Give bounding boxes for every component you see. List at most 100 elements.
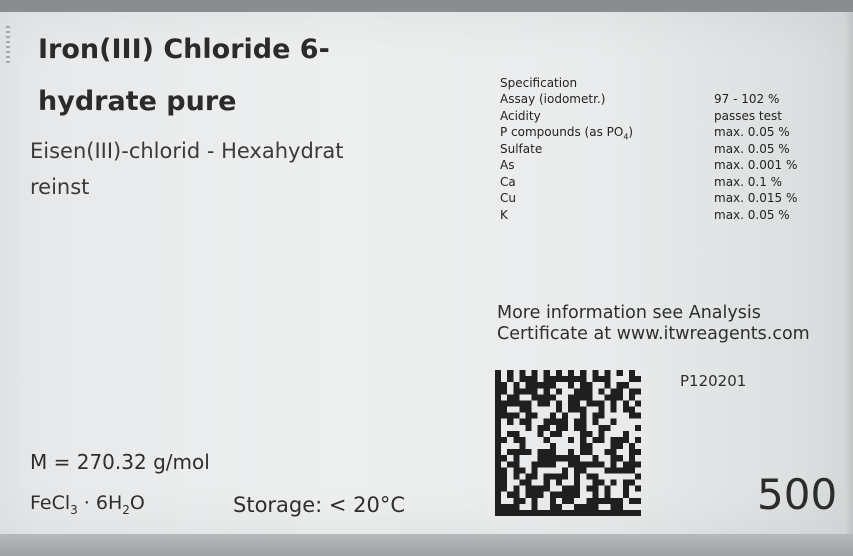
datamatrix-module bbox=[610, 497, 617, 504]
datamatrix-module bbox=[592, 473, 599, 480]
datamatrix-module bbox=[580, 449, 587, 456]
datamatrix-module bbox=[634, 497, 641, 504]
datamatrix-module bbox=[604, 394, 611, 401]
datamatrix-module bbox=[561, 455, 568, 462]
datamatrix-module bbox=[568, 497, 575, 504]
datamatrix-module bbox=[549, 418, 556, 425]
datamatrix-module bbox=[495, 467, 502, 474]
datamatrix-module bbox=[495, 376, 502, 383]
datamatrix-module bbox=[574, 394, 581, 401]
datamatrix-module bbox=[495, 370, 502, 377]
datamatrix-module bbox=[586, 503, 593, 510]
datamatrix-module bbox=[507, 400, 514, 407]
datamatrix-module bbox=[574, 503, 581, 510]
datamatrix-module bbox=[598, 412, 605, 419]
spec-name: Acidity bbox=[500, 108, 541, 123]
spec-value: 97 - 102 % bbox=[714, 92, 780, 106]
datamatrix-module bbox=[555, 424, 562, 431]
spec-name: P compounds (as PO4) bbox=[500, 124, 633, 146]
datamatrix-module bbox=[537, 449, 544, 456]
specification-header: Specification bbox=[500, 76, 578, 90]
datamatrix-module bbox=[628, 461, 635, 468]
datamatrix-module bbox=[598, 376, 605, 383]
datamatrix-module bbox=[580, 443, 587, 450]
datamatrix-module bbox=[555, 473, 562, 480]
datamatrix-module bbox=[543, 479, 550, 486]
datamatrix-module bbox=[598, 406, 605, 413]
more-information-line2: Certificate at www.itwreagents.com bbox=[497, 324, 810, 344]
datamatrix-module bbox=[543, 394, 550, 401]
datamatrix-module bbox=[501, 503, 508, 510]
spec-value: max. 0.05 % bbox=[714, 141, 790, 156]
datamatrix-module bbox=[616, 388, 623, 395]
datamatrix-module bbox=[604, 509, 611, 516]
datamatrix-module bbox=[634, 473, 641, 480]
datamatrix-module bbox=[610, 479, 617, 486]
datamatrix-module bbox=[495, 400, 502, 407]
product-german-name: Eisen(III)-chlorid - Hexahydrat reinst bbox=[30, 133, 450, 205]
datamatrix-module bbox=[495, 388, 502, 395]
datamatrix-module bbox=[513, 412, 520, 419]
datamatrix-module bbox=[513, 382, 520, 389]
datamatrix-module bbox=[574, 467, 581, 474]
datamatrix-module bbox=[622, 436, 629, 443]
datamatrix-module bbox=[537, 394, 544, 401]
datamatrix-module bbox=[592, 503, 599, 510]
datamatrix-module bbox=[604, 467, 611, 474]
datamatrix-module bbox=[531, 467, 538, 474]
datamatrix-module bbox=[501, 400, 508, 407]
datamatrix-module bbox=[610, 455, 617, 462]
product-title-line2: hydrate pure bbox=[38, 86, 237, 117]
spec-value: max. 0.015 % bbox=[714, 191, 798, 205]
datamatrix-module bbox=[586, 388, 593, 395]
more-information: More information see Analysis Certificat… bbox=[497, 303, 853, 345]
formula-sub: 2 bbox=[122, 502, 130, 517]
datamatrix-module bbox=[568, 406, 575, 413]
datamatrix-module bbox=[495, 461, 502, 468]
datamatrix-module bbox=[543, 509, 550, 516]
datamatrix-module bbox=[610, 418, 617, 425]
datamatrix-module bbox=[549, 443, 556, 450]
datamatrix-module bbox=[561, 473, 568, 480]
datamatrix-module bbox=[616, 382, 623, 389]
datamatrix-module bbox=[507, 461, 514, 468]
datamatrix-module bbox=[592, 479, 599, 486]
datamatrix-module bbox=[501, 485, 508, 492]
datamatrix-module bbox=[555, 376, 562, 383]
spec-value: max. 0.05 % bbox=[714, 125, 790, 139]
datamatrix-module bbox=[513, 497, 520, 504]
datamatrix-module bbox=[616, 443, 623, 450]
datamatrix-module bbox=[495, 394, 502, 401]
datamatrix-module bbox=[634, 461, 641, 468]
datamatrix-module bbox=[549, 497, 556, 504]
datamatrix-module bbox=[513, 449, 520, 456]
datamatrix-module bbox=[525, 388, 532, 395]
datamatrix-module bbox=[568, 461, 575, 468]
spec-row: Sulfate max. 0.05 % bbox=[500, 141, 820, 158]
datamatrix-module bbox=[568, 449, 575, 456]
datamatrix-module bbox=[628, 497, 635, 504]
datamatrix-module bbox=[555, 418, 562, 425]
datamatrix-module bbox=[622, 491, 629, 498]
spec-name-suffix: ) bbox=[628, 125, 634, 139]
datamatrix-module bbox=[519, 376, 526, 383]
formula-part: · 6H bbox=[77, 492, 123, 514]
datamatrix-module bbox=[531, 394, 538, 401]
datamatrix-module bbox=[549, 473, 556, 480]
datamatrix-module bbox=[495, 509, 502, 516]
datamatrix-module bbox=[495, 479, 502, 486]
datamatrix-module bbox=[525, 412, 532, 419]
datamatrix-module bbox=[561, 412, 568, 419]
datamatrix-module bbox=[555, 388, 562, 395]
datamatrix-module bbox=[507, 412, 514, 419]
datamatrix-module bbox=[568, 491, 575, 498]
datamatrix-module bbox=[592, 485, 599, 492]
datamatrix-module bbox=[525, 424, 532, 431]
datamatrix-module bbox=[610, 436, 617, 443]
datamatrix-module bbox=[598, 497, 605, 504]
datamatrix-module bbox=[495, 473, 502, 480]
datamatrix-module bbox=[586, 461, 593, 468]
spec-name: Sulfate bbox=[500, 141, 543, 156]
datamatrix-module bbox=[513, 503, 520, 510]
datamatrix-module bbox=[628, 370, 635, 377]
